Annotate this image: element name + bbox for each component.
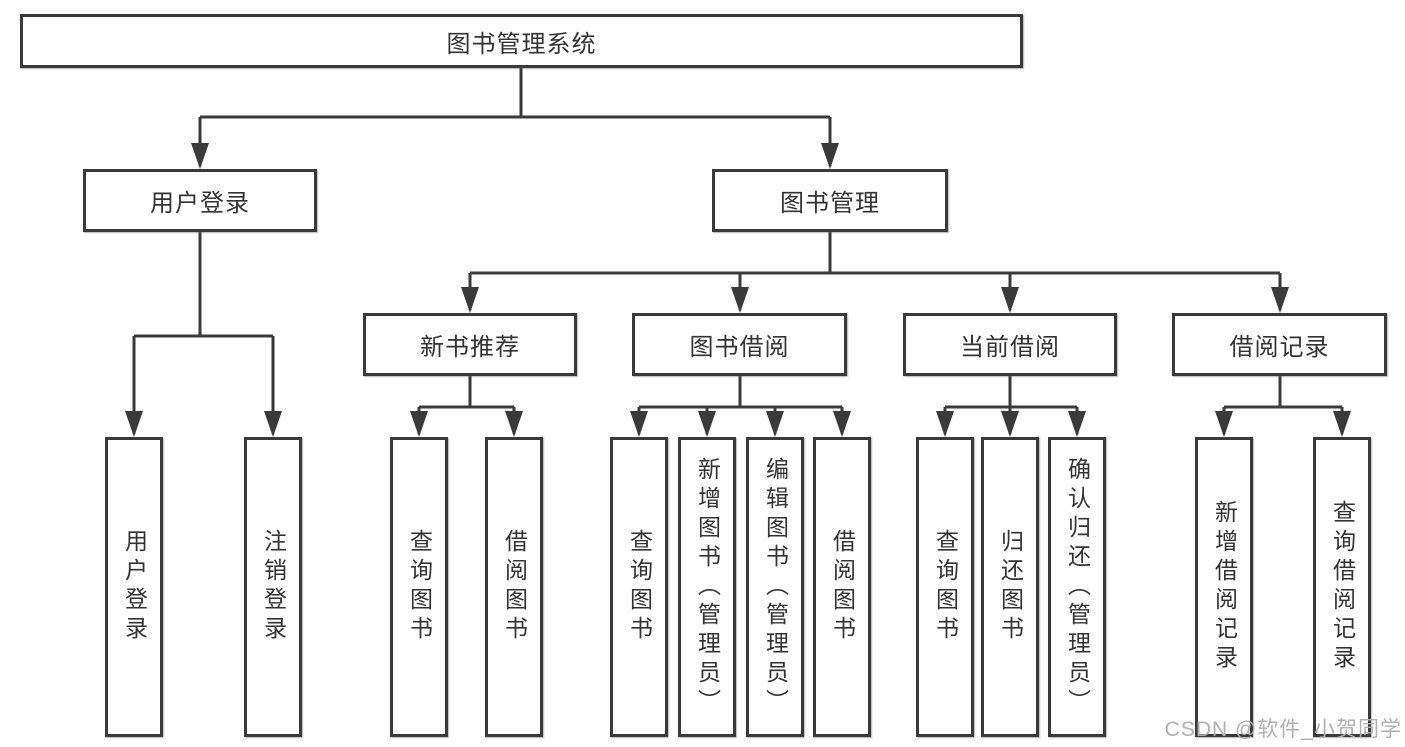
node-label: 查询图书 [626, 529, 653, 645]
node-label: 借阅记录 [1229, 334, 1330, 361]
arrowhead [833, 411, 851, 437]
arrowhead [630, 411, 648, 437]
node-new-book-recommend: 新书推荐 [363, 313, 577, 376]
arrowhead [1333, 411, 1351, 437]
edge-userlogin-to-leaves [132, 232, 275, 434]
node-current-borrowing: 当前借阅 [903, 313, 1117, 376]
edge-root-to-level2 [198, 68, 832, 166]
node-label: 查询图书 [406, 529, 433, 645]
edge-newbooks-to-leaves [417, 376, 516, 434]
node-label: 新增图书（管理员） [694, 456, 721, 718]
node-label: 当前借阅 [960, 334, 1060, 361]
node-label: 图书管理 [780, 190, 880, 217]
arrowhead [461, 287, 479, 313]
arrowhead [1001, 287, 1019, 313]
leaf-borrow-books-1: 借阅图书 [485, 437, 543, 737]
node-label: 查询图书 [932, 529, 959, 645]
node-borrow-records: 借阅记录 [1172, 313, 1387, 376]
leaf-borrow-books-2: 借阅图书 [813, 437, 871, 737]
node-label: 借阅图书 [501, 529, 528, 645]
edge-current-to-leaves [943, 376, 1079, 434]
node-label: 借阅图书 [829, 529, 856, 645]
leaf-edit-books-admin: 编辑图书（管理员） [746, 437, 804, 737]
arrowhead [698, 411, 716, 437]
node-label: 新增借阅记录 [1211, 500, 1238, 674]
leaf-query-books-2: 查询图书 [610, 437, 668, 737]
node-label: 图书管理系统 [446, 30, 597, 58]
arrowhead [264, 411, 282, 437]
arrowhead [936, 411, 954, 437]
edge-records-to-leaves [1222, 376, 1344, 434]
node-system-root: 图书管理系统 [20, 14, 1023, 68]
arrowhead [125, 411, 143, 437]
arrowhead [1215, 411, 1233, 437]
node-label: 新书推荐 [420, 334, 520, 361]
arrowhead [410, 411, 428, 437]
leaf-logout: 注销登录 [244, 437, 302, 737]
arrowhead [191, 143, 209, 169]
node-label: 查询借阅记录 [1329, 500, 1356, 674]
edge-borrow-to-leaves [637, 376, 844, 434]
node-label: 用户登录 [150, 190, 250, 217]
csdn-watermark: CSDN @软件_小贺同学 [1164, 718, 1402, 741]
arrowhead [1001, 411, 1019, 437]
node-user-login-branch: 用户登录 [83, 169, 317, 232]
node-label: 注销登录 [260, 529, 287, 645]
arrowhead [1271, 287, 1289, 313]
leaf-return-books: 归还图书 [981, 437, 1039, 737]
leaf-query-books-3: 查询图书 [916, 437, 974, 737]
leaf-confirm-return-admin: 确认归还（管理员） [1048, 437, 1106, 737]
arrowhead [505, 411, 523, 437]
edge-bookmgmt-to-modules [468, 232, 1282, 310]
node-label: 编辑图书（管理员） [762, 456, 789, 718]
leaf-add-books-admin: 新增图书（管理员） [678, 437, 736, 737]
leaf-query-borrow-record: 查询借阅记录 [1313, 437, 1371, 737]
arrowhead [1068, 411, 1086, 437]
node-book-management: 图书管理 [712, 169, 948, 232]
node-book-borrowing: 图书借阅 [632, 313, 847, 376]
node-label: 确认归还（管理员） [1064, 456, 1091, 718]
arrowhead [821, 143, 839, 169]
arrowhead [731, 287, 749, 313]
arrowhead [766, 411, 784, 437]
node-label: 归还图书 [997, 529, 1024, 645]
node-label: 用户登录 [121, 529, 148, 645]
node-label: 图书借阅 [689, 334, 790, 361]
leaf-query-books-1: 查询图书 [390, 437, 448, 737]
leaf-add-borrow-record: 新增借阅记录 [1195, 437, 1253, 737]
leaf-user-login: 用户登录 [105, 437, 163, 737]
